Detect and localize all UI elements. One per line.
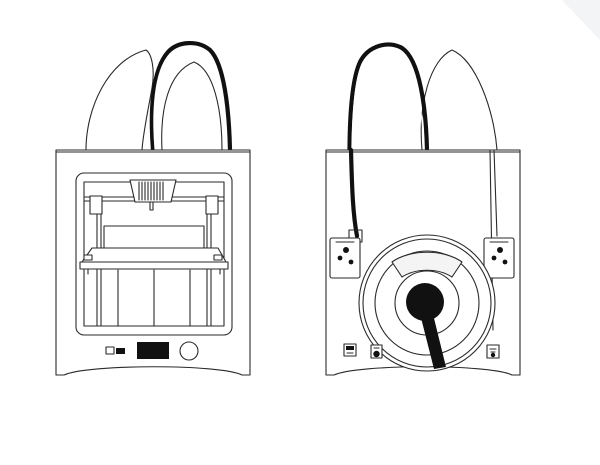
filament-spool-icon xyxy=(358,234,496,372)
usb-port-icon xyxy=(116,348,125,354)
display-screen-icon xyxy=(137,342,169,359)
print-head xyxy=(129,179,177,211)
spool-cover-icon xyxy=(85,49,223,151)
front-controls xyxy=(105,341,199,361)
ethernet-port-icon xyxy=(486,344,500,359)
control-knob-icon xyxy=(179,341,199,361)
spool-cover-back-icon xyxy=(420,49,498,151)
filament-tube-icon xyxy=(149,41,233,153)
spool-holder-bracket-right xyxy=(483,237,515,279)
corner-shade xyxy=(562,0,600,40)
build-plate xyxy=(79,247,229,275)
printer-front-view xyxy=(55,41,251,376)
power-switch-icon xyxy=(343,343,357,357)
sd-card-slot-icon xyxy=(105,346,115,355)
rear-ports xyxy=(343,343,500,359)
power-socket-icon xyxy=(370,344,383,359)
spool-holder-bracket-left xyxy=(329,237,361,279)
printer-back-view xyxy=(325,42,521,376)
